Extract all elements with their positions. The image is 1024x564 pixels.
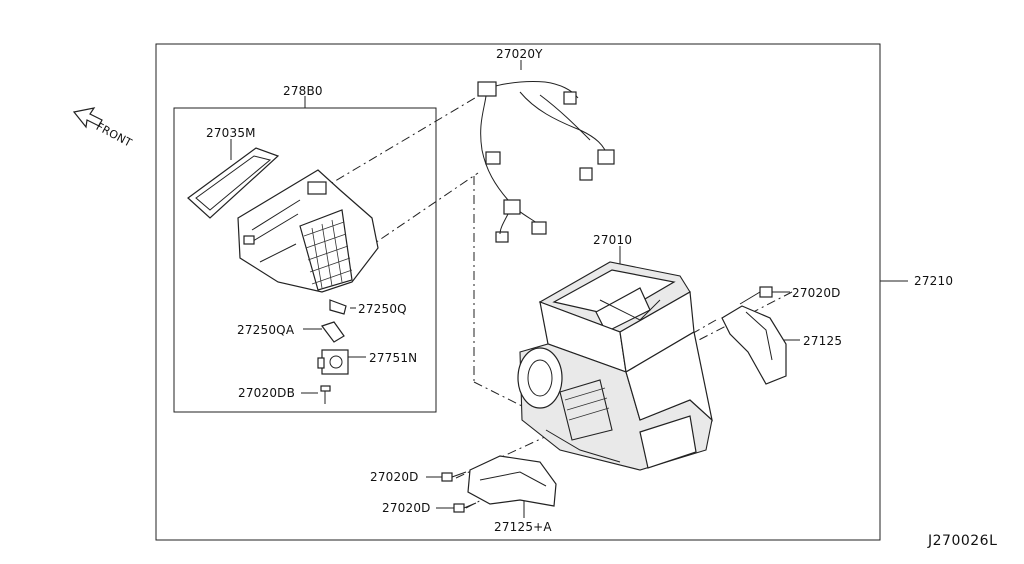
gasket — [187, 147, 280, 219]
label-gasket: 27035M — [206, 126, 256, 140]
screw-right — [739, 286, 773, 305]
duct-bottom — [467, 455, 557, 507]
label-actuator: 27751N — [369, 351, 418, 365]
lever-parts — [321, 299, 347, 343]
front-arrow-icon — [72, 107, 103, 129]
label-lever: 27250Q — [358, 302, 407, 316]
label-assembly: 27210 — [914, 274, 954, 288]
leader-lines — [230, 60, 908, 518]
figure-reference: J270026L — [928, 533, 998, 549]
housing-grille — [303, 219, 353, 289]
label-screw-bottom-1: 27020D — [370, 470, 419, 484]
actuator — [317, 349, 349, 375]
heater-unit — [517, 261, 713, 471]
screw-actuator — [320, 385, 331, 404]
label-screw-bottom-2: 27020D — [382, 501, 431, 515]
label-duct-right: 27125 — [803, 334, 843, 348]
inlet-housing — [237, 169, 379, 293]
duct-right — [721, 305, 787, 385]
label-harness: 27020Y — [496, 47, 543, 61]
screw-bottom-2 — [453, 502, 477, 513]
wiring-harness — [477, 81, 615, 243]
label-screw-actuator: 27020DB — [238, 386, 296, 400]
label-sub-assembly: 278B0 — [283, 84, 323, 98]
label-duct-bottom: 27125+A — [494, 520, 552, 534]
label-heater-unit: 27010 — [593, 233, 633, 247]
assembly-frame — [155, 43, 881, 541]
screw-bottom-1 — [441, 471, 467, 482]
label-screw-right: 27020D — [792, 286, 841, 300]
label-lever-a: 27250QA — [237, 323, 295, 337]
